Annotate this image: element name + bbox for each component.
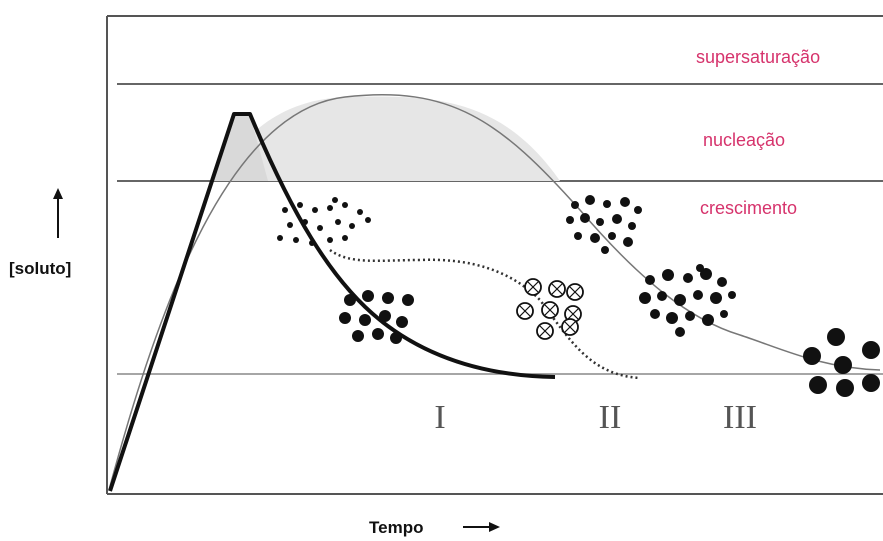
thin-curve bbox=[108, 93, 881, 491]
dotted-curve bbox=[329, 248, 641, 380]
zone-label-growth: crescimento bbox=[700, 198, 797, 218]
particle-cluster-medium-1 bbox=[339, 290, 414, 344]
zone-label-nucleation: nucleação bbox=[703, 130, 785, 150]
stage-label-2: II bbox=[599, 399, 622, 436]
shaded-peak-region bbox=[214, 115, 268, 181]
particle-cluster-large bbox=[803, 328, 880, 397]
particle-cluster-mixed-2 bbox=[639, 264, 736, 337]
particle-cluster-hatched-marks bbox=[519, 281, 581, 337]
stage-label-3: III bbox=[723, 399, 757, 436]
thick-curve bbox=[108, 112, 556, 492]
y-axis-label: [soluto] bbox=[9, 259, 71, 278]
zone-label-supersaturation: supersaturação bbox=[696, 47, 820, 67]
particle-cluster-mixed-1 bbox=[566, 195, 642, 254]
plot-frame bbox=[106, 15, 883, 495]
x-axis-arrow-icon bbox=[463, 522, 500, 532]
particle-cluster-small-1 bbox=[277, 197, 371, 246]
shaded-nucleation-region bbox=[214, 96, 560, 181]
stage-label-1: I bbox=[434, 399, 445, 436]
y-axis-arrow-icon bbox=[53, 188, 63, 238]
x-axis-label: Tempo bbox=[369, 518, 423, 537]
